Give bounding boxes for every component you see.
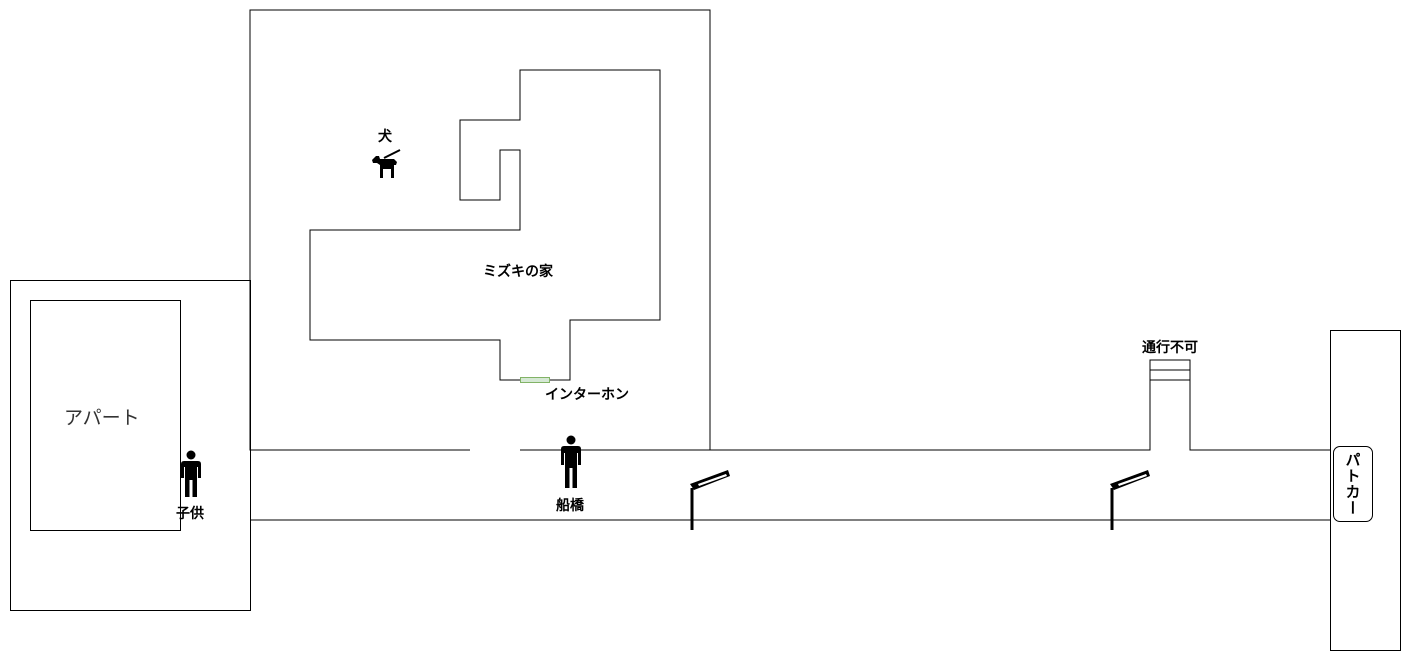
- house-label: ミズキの家: [483, 264, 553, 280]
- apartment-label: アパート: [64, 407, 140, 429]
- person-icon: [181, 450, 201, 497]
- no-entry-label: 通行不可: [1142, 340, 1198, 356]
- dog-icon: [372, 149, 401, 178]
- road-top-edge: [710, 359, 1330, 451]
- patrol-car-label: パトカー: [1343, 452, 1362, 516]
- house-lot-outline: [249, 9, 711, 451]
- intercom-label: インターホン: [545, 387, 629, 403]
- intercom: [520, 377, 550, 383]
- person-icon: [561, 435, 581, 488]
- patrol-car: パトカー: [1333, 446, 1373, 522]
- funabashi-label: 船橋: [556, 498, 584, 514]
- child-label: 子供: [176, 506, 204, 522]
- streetlight-icon: [690, 470, 730, 530]
- house-outline: [309, 69, 661, 381]
- apartment-building: [30, 300, 181, 531]
- dog-label: 犬: [378, 129, 392, 145]
- streetlight-icon: [1110, 470, 1150, 530]
